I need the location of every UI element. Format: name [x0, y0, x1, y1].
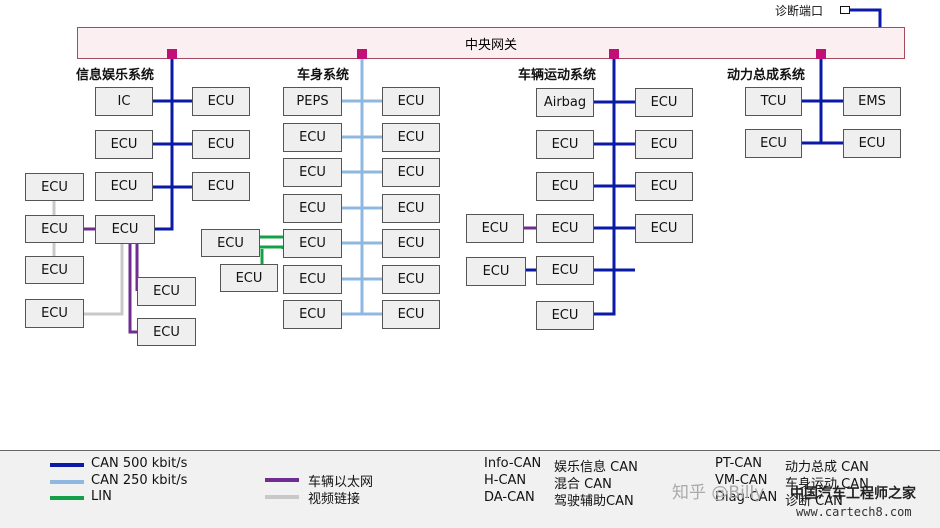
info-system-title: 信息娱乐系统 — [76, 68, 155, 83]
legend-abbr-desc: 混合 CAN — [554, 477, 612, 492]
ecu-box: ECU — [25, 173, 84, 201]
ecu-box: ECU — [382, 300, 440, 329]
ecu-box-head-unit: ECU — [95, 215, 155, 244]
ecu-box: ECU — [382, 87, 440, 116]
ecu-box: ECU — [382, 158, 440, 187]
ecu-box: ECU — [466, 257, 526, 286]
legend-abbr-code: VM-CAN — [715, 473, 768, 488]
ecu-box: ECU — [536, 172, 594, 201]
ecu-box: ECU — [25, 299, 84, 328]
ecu-box-lin: ECU — [220, 264, 278, 292]
ecu-box-airbag: Airbag — [536, 88, 594, 117]
power-branches — [802, 99, 843, 145]
gateway-port-power — [816, 49, 826, 59]
watermark-site: 中国汽车工程师之家 — [790, 486, 916, 502]
ecu-box: ECU — [25, 256, 84, 284]
central-gateway: 中央网关 — [77, 27, 905, 59]
legend-abbr-desc: 驾驶辅助CAN — [554, 494, 634, 509]
ecu-box-peps: PEPS — [283, 87, 342, 116]
power-system-title: 动力总成系统 — [727, 68, 806, 83]
ecu-box: ECU — [283, 158, 342, 187]
legend-swatch-can500 — [50, 463, 84, 467]
legend-abbr-desc: 娱乐信息 CAN — [554, 460, 638, 475]
motion-branches — [594, 100, 635, 272]
legend-abbr-code: H-CAN — [484, 473, 527, 488]
diag-port-label: 诊断端口 — [775, 4, 824, 18]
ecu-box: ECU — [382, 194, 440, 223]
ecu-box: ECU — [466, 214, 524, 243]
ecu-box-ic: IC — [95, 87, 153, 116]
ecu-box: ECU — [536, 256, 594, 285]
ecu-box-tcu: TCU — [745, 87, 802, 116]
ecu-box: ECU — [745, 129, 802, 158]
legend-lin: LIN — [91, 489, 112, 504]
legend-abbr-code: DA-CAN — [484, 490, 535, 505]
legend-can500: CAN 500 kbit/s — [91, 456, 188, 471]
watermark-zhihu: 知乎 @Billy — [672, 483, 765, 503]
info-branches — [153, 99, 192, 189]
ecu-box: ECU — [382, 265, 440, 294]
ecu-box: ECU — [635, 172, 693, 201]
legend-abbr-code: Info-CAN — [484, 456, 542, 471]
legend-abbr-desc: 车身运动 CAN — [785, 477, 869, 492]
lin-links — [260, 235, 285, 264]
legend-eth: 车辆以太网 — [308, 475, 374, 490]
legend-swatch-video — [265, 495, 299, 499]
legend-can250: CAN 250 kbit/s — [91, 473, 188, 488]
legend-video: 视频链接 — [308, 492, 361, 507]
watermark-url: www.cartech8.com — [796, 505, 912, 519]
ecu-box-lin: ECU — [201, 229, 260, 257]
legend-abbr-code: Diag-CAN — [715, 490, 778, 505]
info-trunk — [155, 59, 174, 231]
motion-system-title: 车辆运动系统 — [518, 68, 597, 83]
ecu-box: ECU — [192, 87, 250, 116]
legend-abbr-desc: 诊断 CAN — [785, 494, 843, 509]
ecu-box: ECU — [536, 214, 594, 243]
ecu-box-ems: EMS — [843, 87, 901, 116]
legend-abbr-code: PT-CAN — [715, 456, 762, 471]
ecu-box: ECU — [635, 214, 693, 243]
legend-panel: CAN 500 kbit/s CAN 250 kbit/s LIN 车辆以太网 … — [0, 450, 940, 528]
ecu-box: ECU — [192, 172, 250, 201]
legend-abbr-desc: 动力总成 CAN — [785, 460, 869, 475]
ecu-box: ECU — [382, 123, 440, 152]
ecu-box: ECU — [843, 129, 901, 158]
ecu-box: ECU — [192, 130, 250, 159]
eth-link-down — [128, 244, 139, 334]
ecu-box: ECU — [25, 215, 84, 243]
ecu-box: ECU — [283, 265, 342, 294]
ecu-box: ECU — [635, 88, 693, 117]
gateway-port-info — [167, 49, 177, 59]
body-branches — [342, 99, 382, 316]
ecu-box: ECU — [283, 229, 342, 258]
legend-swatch-can250 — [50, 480, 84, 484]
ecu-box: ECU — [283, 123, 342, 152]
gateway-port-body — [357, 49, 367, 59]
diag-link — [850, 8, 882, 27]
video-link — [84, 244, 124, 316]
ecu-box: ECU — [283, 300, 342, 329]
diag-port-icon — [840, 6, 850, 14]
legend-swatch-lin — [50, 496, 84, 500]
body-system-title: 车身系统 — [297, 68, 350, 83]
ecu-box: ECU — [536, 301, 594, 330]
ecu-box: ECU — [536, 130, 594, 159]
ecu-box: ECU — [283, 194, 342, 223]
gateway-port-motion — [609, 49, 619, 59]
ecu-box: ECU — [95, 172, 153, 201]
legend-swatch-eth — [265, 478, 299, 482]
ecu-box: ECU — [382, 229, 440, 258]
ecu-box: ECU — [95, 130, 153, 159]
ecu-box: ECU — [635, 130, 693, 159]
ecu-box: ECU — [137, 318, 196, 346]
ecu-box: ECU — [137, 277, 196, 306]
